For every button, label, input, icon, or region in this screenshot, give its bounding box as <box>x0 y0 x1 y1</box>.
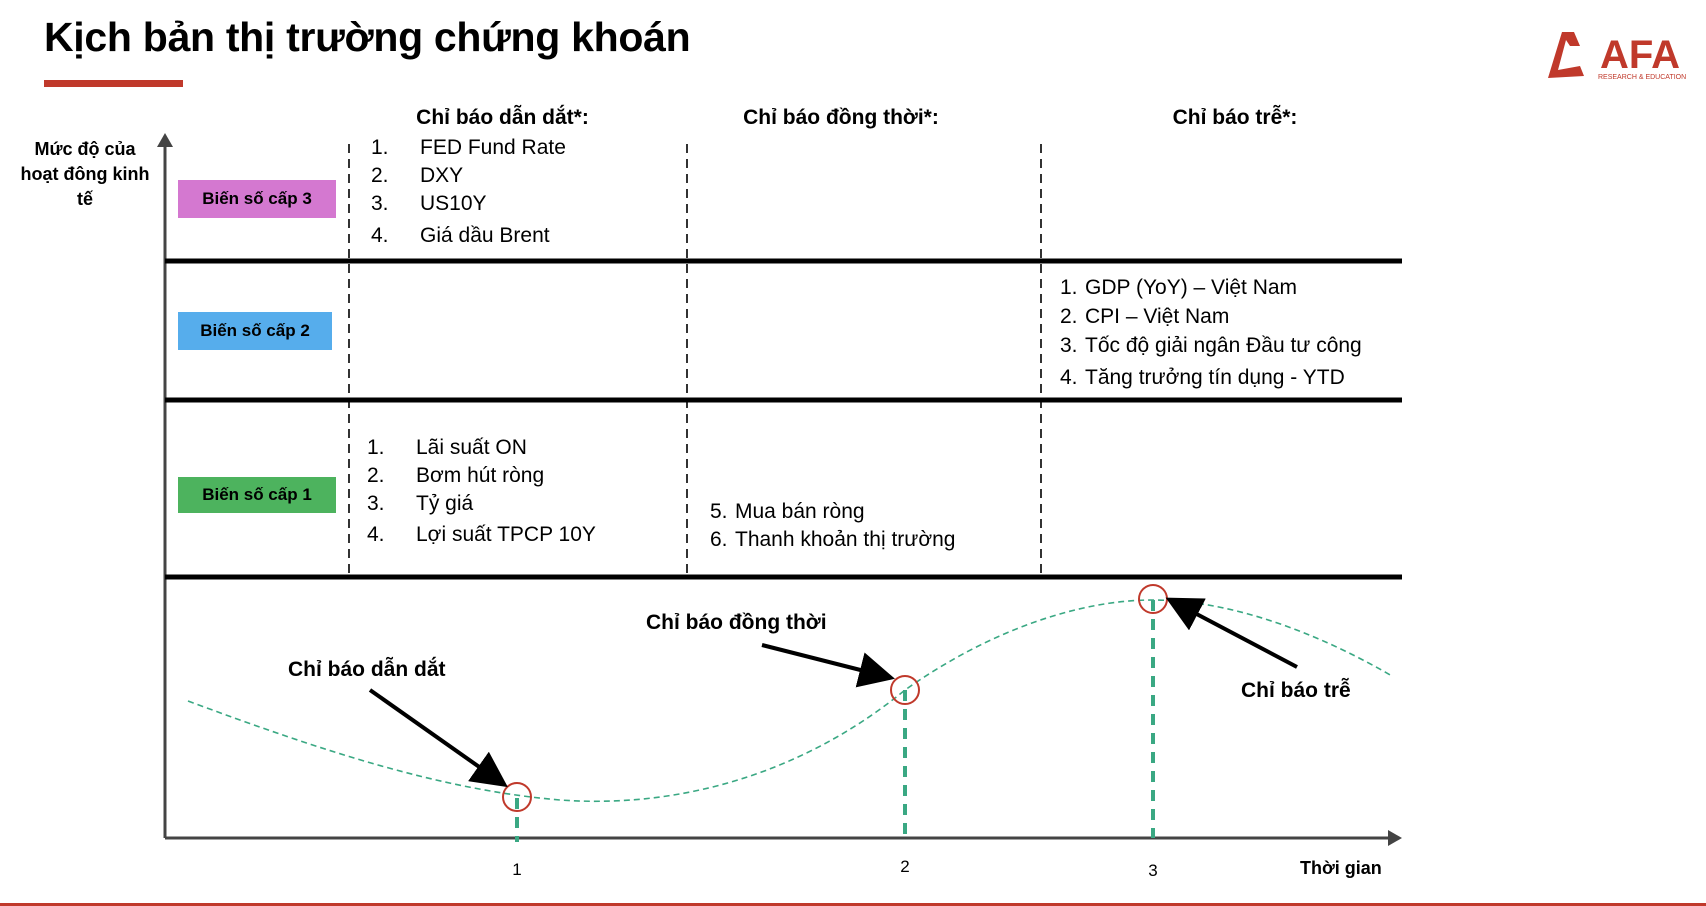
logo-text: AFA <box>1600 33 1680 77</box>
column-header-leading: Chỉ báo dẫn dắt*: <box>416 106 589 129</box>
list-item: 3.Tỷ giá <box>367 492 474 515</box>
x-tick-1: 1 <box>512 860 522 879</box>
annotation-lagging: Chỉ báo trễ <box>1241 679 1351 702</box>
title-underline <box>44 80 183 87</box>
list-item: 4.Giá dầu Brent <box>371 224 550 247</box>
y-axis-label: Mức độ của hoạt đông kinh tế <box>20 139 150 209</box>
logo-mark-icon <box>1548 32 1584 78</box>
arrow-leading <box>368 688 508 788</box>
list-item: 1.Lãi suất ON <box>367 436 527 459</box>
x-axis-label: Thời gian <box>1300 858 1382 878</box>
list-item: 6.Thanh khoản thị trường <box>710 528 956 551</box>
list-item: 3.Tốc độ giải ngân Đầu tư công <box>1060 334 1362 357</box>
list-item: 3.US10Y <box>371 192 487 215</box>
x-axis-arrow <box>1388 830 1402 846</box>
level3-leading-list: 1.FED Fund Rate 2.DXY 3.US10Y 4.Giá dầu … <box>371 136 566 252</box>
x-tick-2: 2 <box>900 857 910 876</box>
logo-subtext: RESEARCH & EDUCATION <box>1598 74 1686 81</box>
level1-coincident-list: 5.Mua bán ròng 6.Thanh khoản thị trường <box>710 500 955 556</box>
arrow-coincident <box>761 643 895 688</box>
marker-circle-1 <box>502 782 532 812</box>
badge-level-2: Biến số cấp 2 <box>178 312 332 350</box>
list-item: 4.Lợi suất TPCP 10Y <box>367 523 596 546</box>
level2-lagging-list: 1.GDP (YoY) – Việt Nam 2.CPI – Việt Nam … <box>1060 276 1362 395</box>
bottom-accent-line <box>0 903 1706 906</box>
annotation-coincident: Chỉ báo đồng thời <box>646 611 827 634</box>
list-item: 5.Mua bán ròng <box>710 500 865 523</box>
column-header-lagging: Chỉ báo trễ*: <box>1172 106 1298 129</box>
list-item: 1.GDP (YoY) – Việt Nam <box>1060 276 1298 299</box>
level1-leading-list: 1.Lãi suất ON 2.Bơm hút ròng 3.Tỷ giá 4.… <box>367 436 596 551</box>
x-tick-3: 3 <box>1148 861 1158 880</box>
annotation-leading: Chỉ báo dẫn dắt <box>288 658 446 681</box>
y-axis-arrow <box>157 133 173 147</box>
list-item: 2.CPI – Việt Nam <box>1060 305 1230 328</box>
column-header-coincident: Chỉ báo đồng thời*: <box>743 106 939 129</box>
list-item: 2.DXY <box>371 164 464 187</box>
badge-level-3: Biến số cấp 3 <box>178 180 336 218</box>
marker-circle-2 <box>890 675 920 705</box>
arrow-lagging <box>1165 597 1298 669</box>
list-item: 2.Bơm hút ròng <box>367 464 545 487</box>
page-title: Kịch bản thị trường chứng khoán <box>44 14 691 60</box>
list-item: 1.FED Fund Rate <box>371 136 566 159</box>
afa-logo: AFA RESEARCH & EDUCATION <box>1548 32 1686 81</box>
economic-cycle-curve <box>187 599 1393 803</box>
badge-level-1: Biến số cấp 1 <box>178 477 336 513</box>
list-item: 4.Tăng trưởng tín dụng - YTD <box>1060 366 1345 389</box>
